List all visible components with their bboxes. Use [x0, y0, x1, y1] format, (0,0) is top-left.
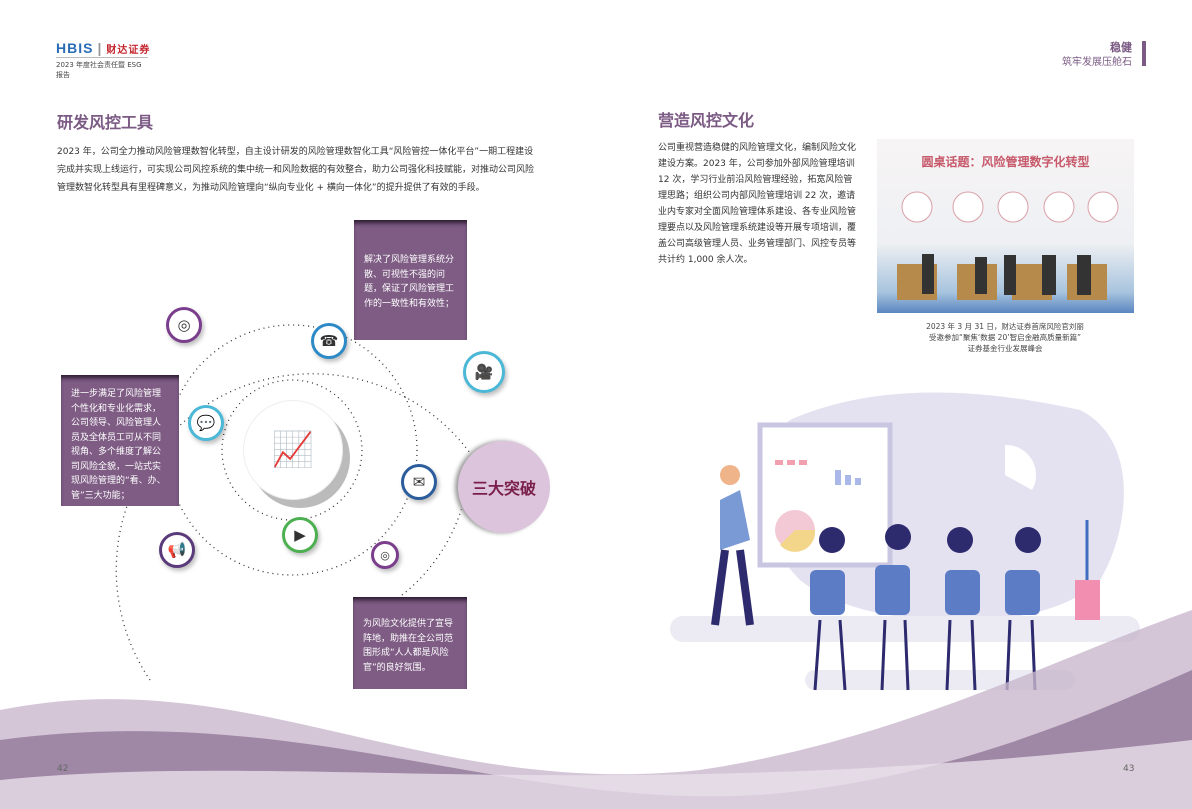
breakthrough-box-bottom: 为风险文化提供了宣导阵地，助推在全公司范围形成“人人都是风险官”的良好氛围。	[353, 597, 467, 689]
caption-line: 2023 年 3 月 31 日，财达证券首席风险官刘丽	[926, 322, 1084, 331]
right-title: 营造风控文化	[658, 111, 755, 130]
play-video-icon: ▶	[282, 517, 318, 553]
section-header: 稳健筑牢发展压舱石	[1062, 40, 1132, 70]
right-paragraph: 公司重视营造稳健的风险管理文化，编制风险文化建设方案。2023 年，公司参加外部…	[658, 143, 857, 265]
team-meeting-illustration	[670, 392, 1140, 691]
presentation-chart-icon: 📈	[243, 400, 343, 500]
caption-line: 受邀参加“聚焦‘数据 20’智启金融高质量新篇”	[929, 333, 1081, 342]
subsection-name: 筑牢发展压舱石	[1062, 57, 1132, 68]
megaphone-icon: 📢	[159, 532, 195, 568]
section-bar	[1142, 41, 1146, 66]
left-paragraph: 2023 年，公司全力推动风险管理数智化转型，自主设计研发的风险管理数智化工具“…	[57, 147, 535, 193]
video-camera-icon: 🎥	[463, 351, 505, 393]
breakthrough-box-left: 进一步满足了风险管理个性化和专业化需求，公司领导、风险管理人员及全体员工可从不同…	[61, 375, 179, 506]
logo-hbis-text: HBIS	[56, 40, 94, 56]
decorative-waves	[0, 610, 1192, 809]
report-title: 2023 年度社会责任暨 ESG 报告	[56, 57, 148, 80]
photo-title: 圆桌话题：风险管理数字化转型	[921, 155, 1090, 169]
chat-bubbles-icon: 💬	[188, 405, 224, 441]
hbis-logo: HBIS|财达证券	[56, 40, 151, 56]
panelists-illustration	[897, 191, 1119, 300]
section-name: 稳健	[1110, 41, 1132, 54]
page-number-right: 43	[1123, 764, 1135, 774]
target-small-icon: ◎	[371, 541, 399, 569]
left-title: 研发风控工具	[57, 113, 154, 132]
breakthrough-box-top: 解决了风险管理系统分散、可视性不强的问题，保证了风险管理工作的一致性和有效性；	[354, 220, 467, 340]
logo-caida-text: 财达证券	[106, 45, 151, 56]
page-number-left: 42	[57, 764, 69, 774]
photo-caption: 2023 年 3 月 31 日，财达证券首席风险官刘丽 受邀参加“聚焦‘数据 2…	[880, 321, 1130, 354]
roundtable-photo: 圆桌话题：风险管理数字化转型	[877, 139, 1134, 313]
telephone-icon: ☎	[311, 323, 347, 359]
three-breakthroughs-badge: 三大突破	[458, 441, 550, 533]
target-icon: ◎	[166, 307, 202, 343]
envelope-icon: ✉	[401, 464, 437, 500]
caption-line: 证券基金行业发展峰会	[967, 344, 1043, 353]
